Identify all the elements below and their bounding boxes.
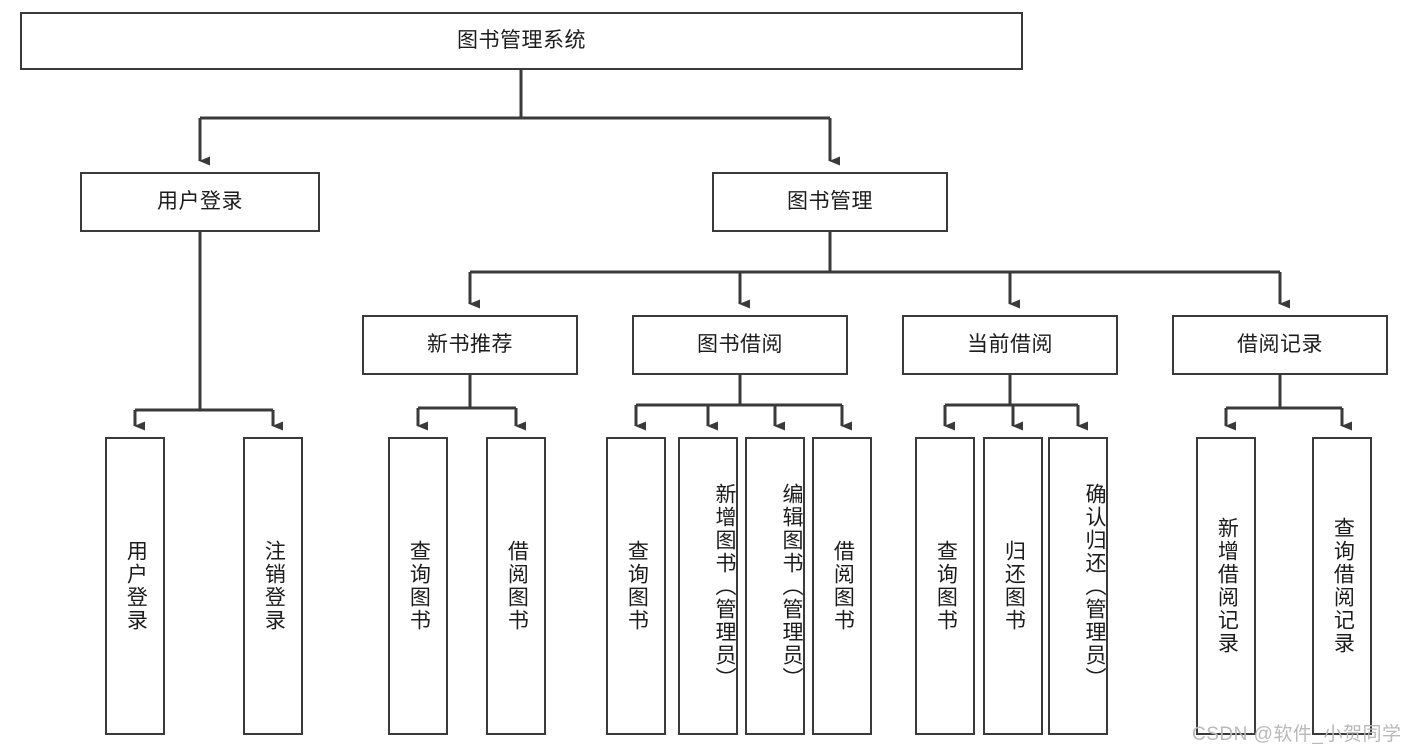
- leaf-node[interactable]: 查询图书: [388, 437, 448, 735]
- leaf-node[interactable]: 注销登录: [243, 437, 303, 735]
- leaf-node[interactable]: 查询图书: [915, 437, 975, 735]
- leaf-node[interactable]: 新增借阅记录: [1196, 437, 1256, 735]
- leaf-node[interactable]: 借阅图书: [812, 437, 872, 735]
- leaf-node[interactable]: 查询图书: [606, 437, 666, 735]
- leaf-node[interactable]: 用户登录: [105, 437, 165, 735]
- leaf-node[interactable]: 新增图书（管理员）: [678, 437, 738, 735]
- level3-node[interactable]: 当前借阅: [902, 315, 1118, 375]
- level3-node[interactable]: 新书推荐: [362, 315, 578, 375]
- leaf-node[interactable]: 编辑图书（管理员）: [745, 437, 805, 735]
- root-node[interactable]: 图书管理系统: [20, 12, 1023, 70]
- leaf-node[interactable]: 归还图书: [983, 437, 1043, 735]
- level2-node[interactable]: 图书管理: [712, 172, 948, 232]
- leaf-node[interactable]: 借阅图书: [486, 437, 546, 735]
- level3-node[interactable]: 图书借阅: [632, 315, 848, 375]
- level2-node[interactable]: 用户登录: [80, 172, 320, 232]
- level3-node[interactable]: 借阅记录: [1172, 315, 1388, 375]
- csdn-watermark: CSDN @软件_小贺同学: [1192, 724, 1402, 745]
- leaf-node[interactable]: 确认归还（管理员）: [1048, 437, 1108, 735]
- leaf-node[interactable]: 查询借阅记录: [1312, 437, 1372, 735]
